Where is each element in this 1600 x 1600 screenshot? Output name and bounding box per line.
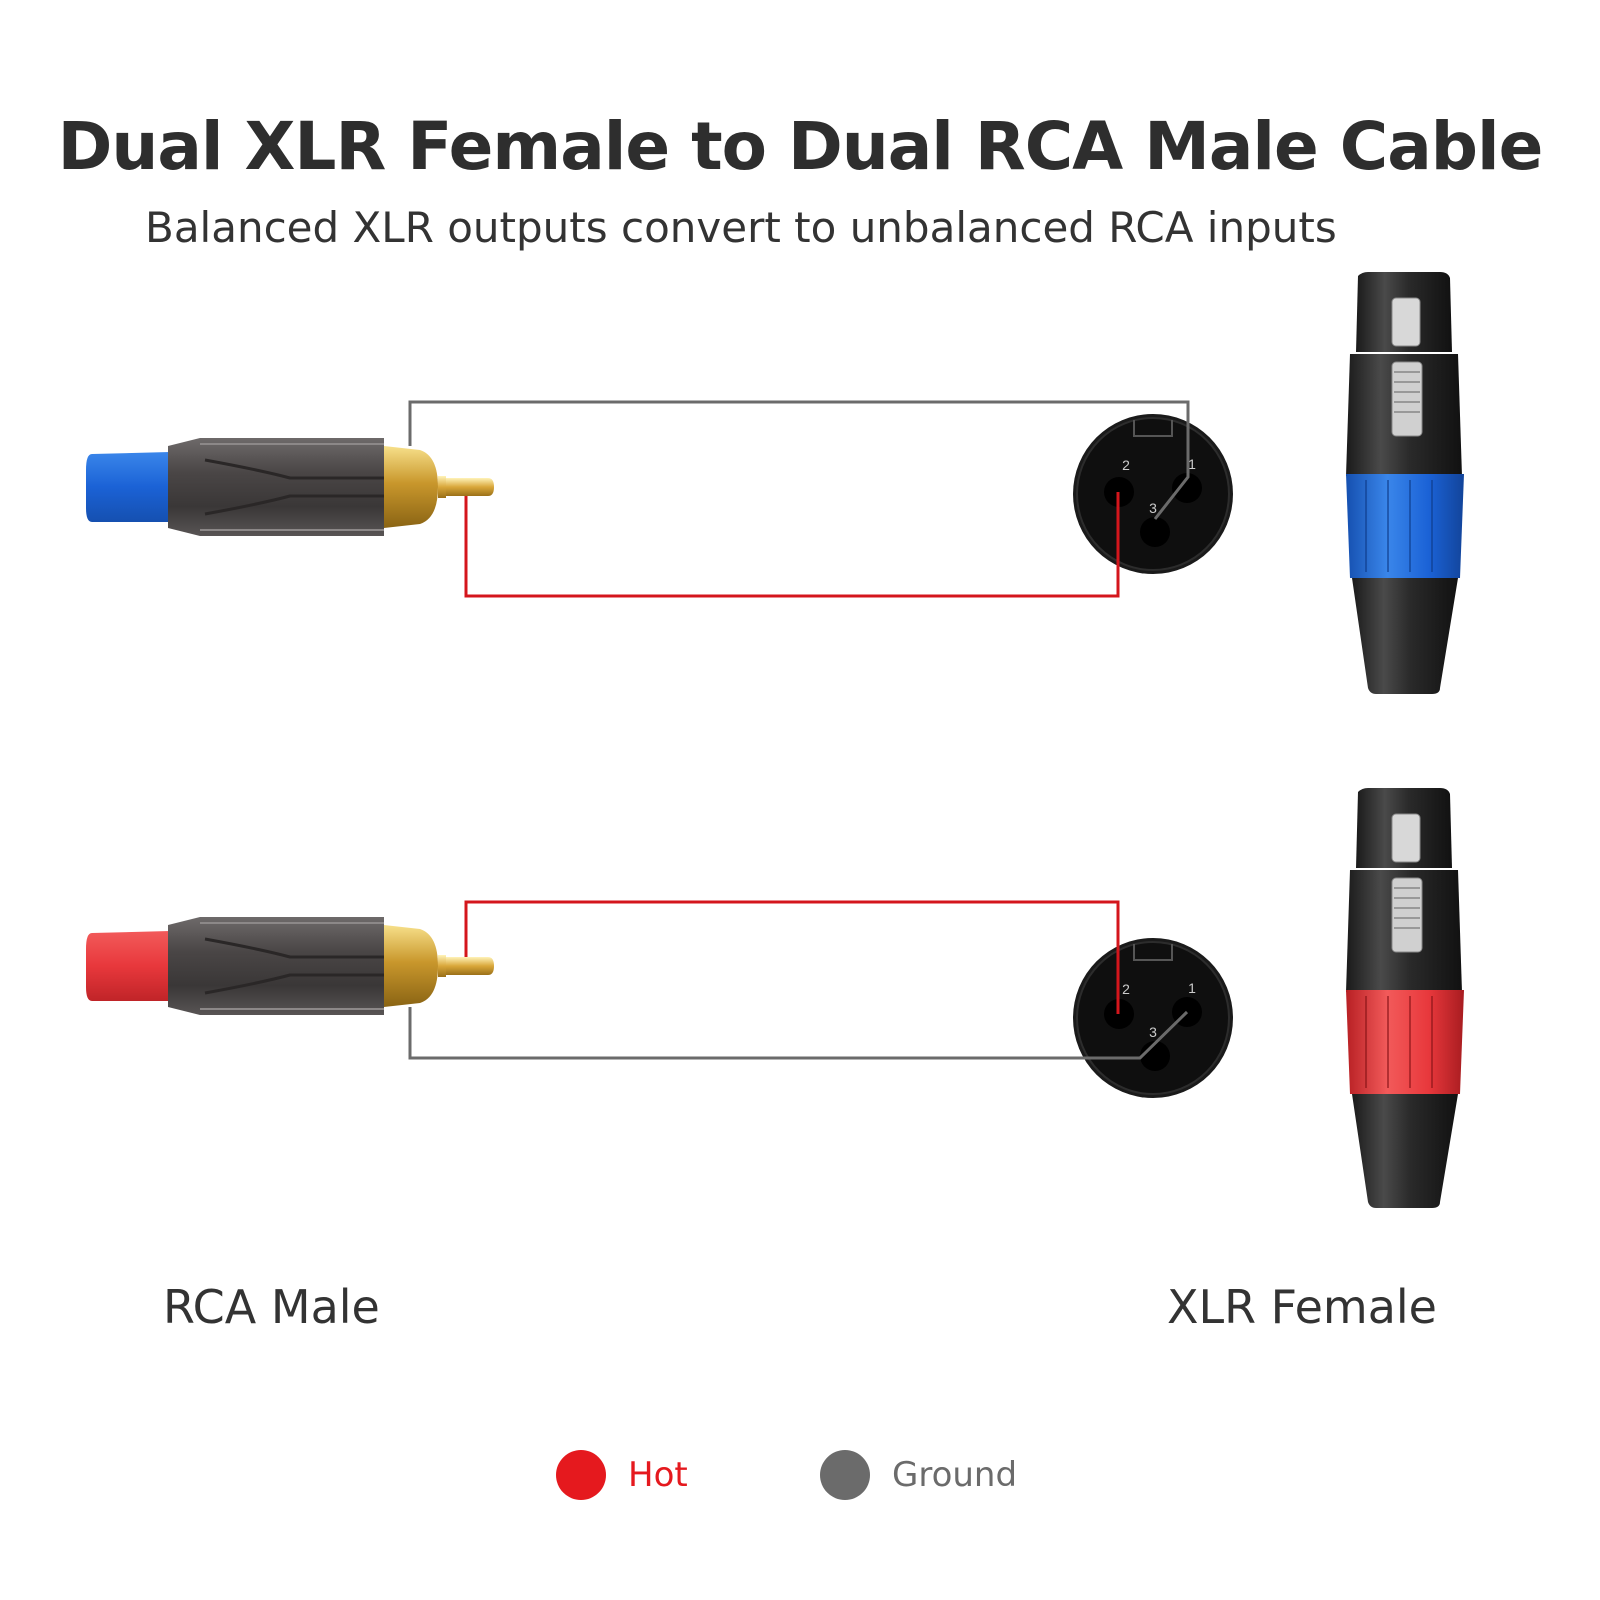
subtitle: Balanced XLR outputs convert to unbalanc… [145,203,1337,252]
pin-1-label: 1 [1188,980,1196,996]
rca-male-label: RCA Male [163,1280,380,1334]
legend-hot-label: Hot [628,1455,688,1495]
ground-dot-icon [820,1450,870,1500]
pin-2-label: 2 [1122,981,1130,997]
rca-connector-blue [86,438,494,536]
xlr-connector-red [1346,788,1464,1208]
pin-2-label: 2 [1122,457,1130,473]
legend-hot: Hot [556,1450,688,1500]
hot-wire-top [464,492,1120,598]
xlr-female-label: XLR Female [1166,1280,1437,1334]
rca-connector-red [86,917,494,1015]
xlr-face-bottom [1073,938,1233,1098]
legend-ground-label: Ground [892,1455,1018,1495]
ground-wire-bottom [408,1007,1189,1060]
pin-3-label: 3 [1149,500,1157,516]
xlr-face-top [1073,414,1233,574]
pin-1-label: 1 [1188,456,1196,472]
pin-3-label: 3 [1149,1024,1157,1040]
legend-ground: Ground [820,1450,1017,1500]
page-title: Dual XLR Female to Dual RCA Male Cable [57,108,1544,185]
hot-wire-bottom [464,900,1120,1014]
xlr-connector-blue [1346,272,1464,694]
hot-dot-icon [556,1450,606,1500]
ground-wire-top [408,400,1190,520]
